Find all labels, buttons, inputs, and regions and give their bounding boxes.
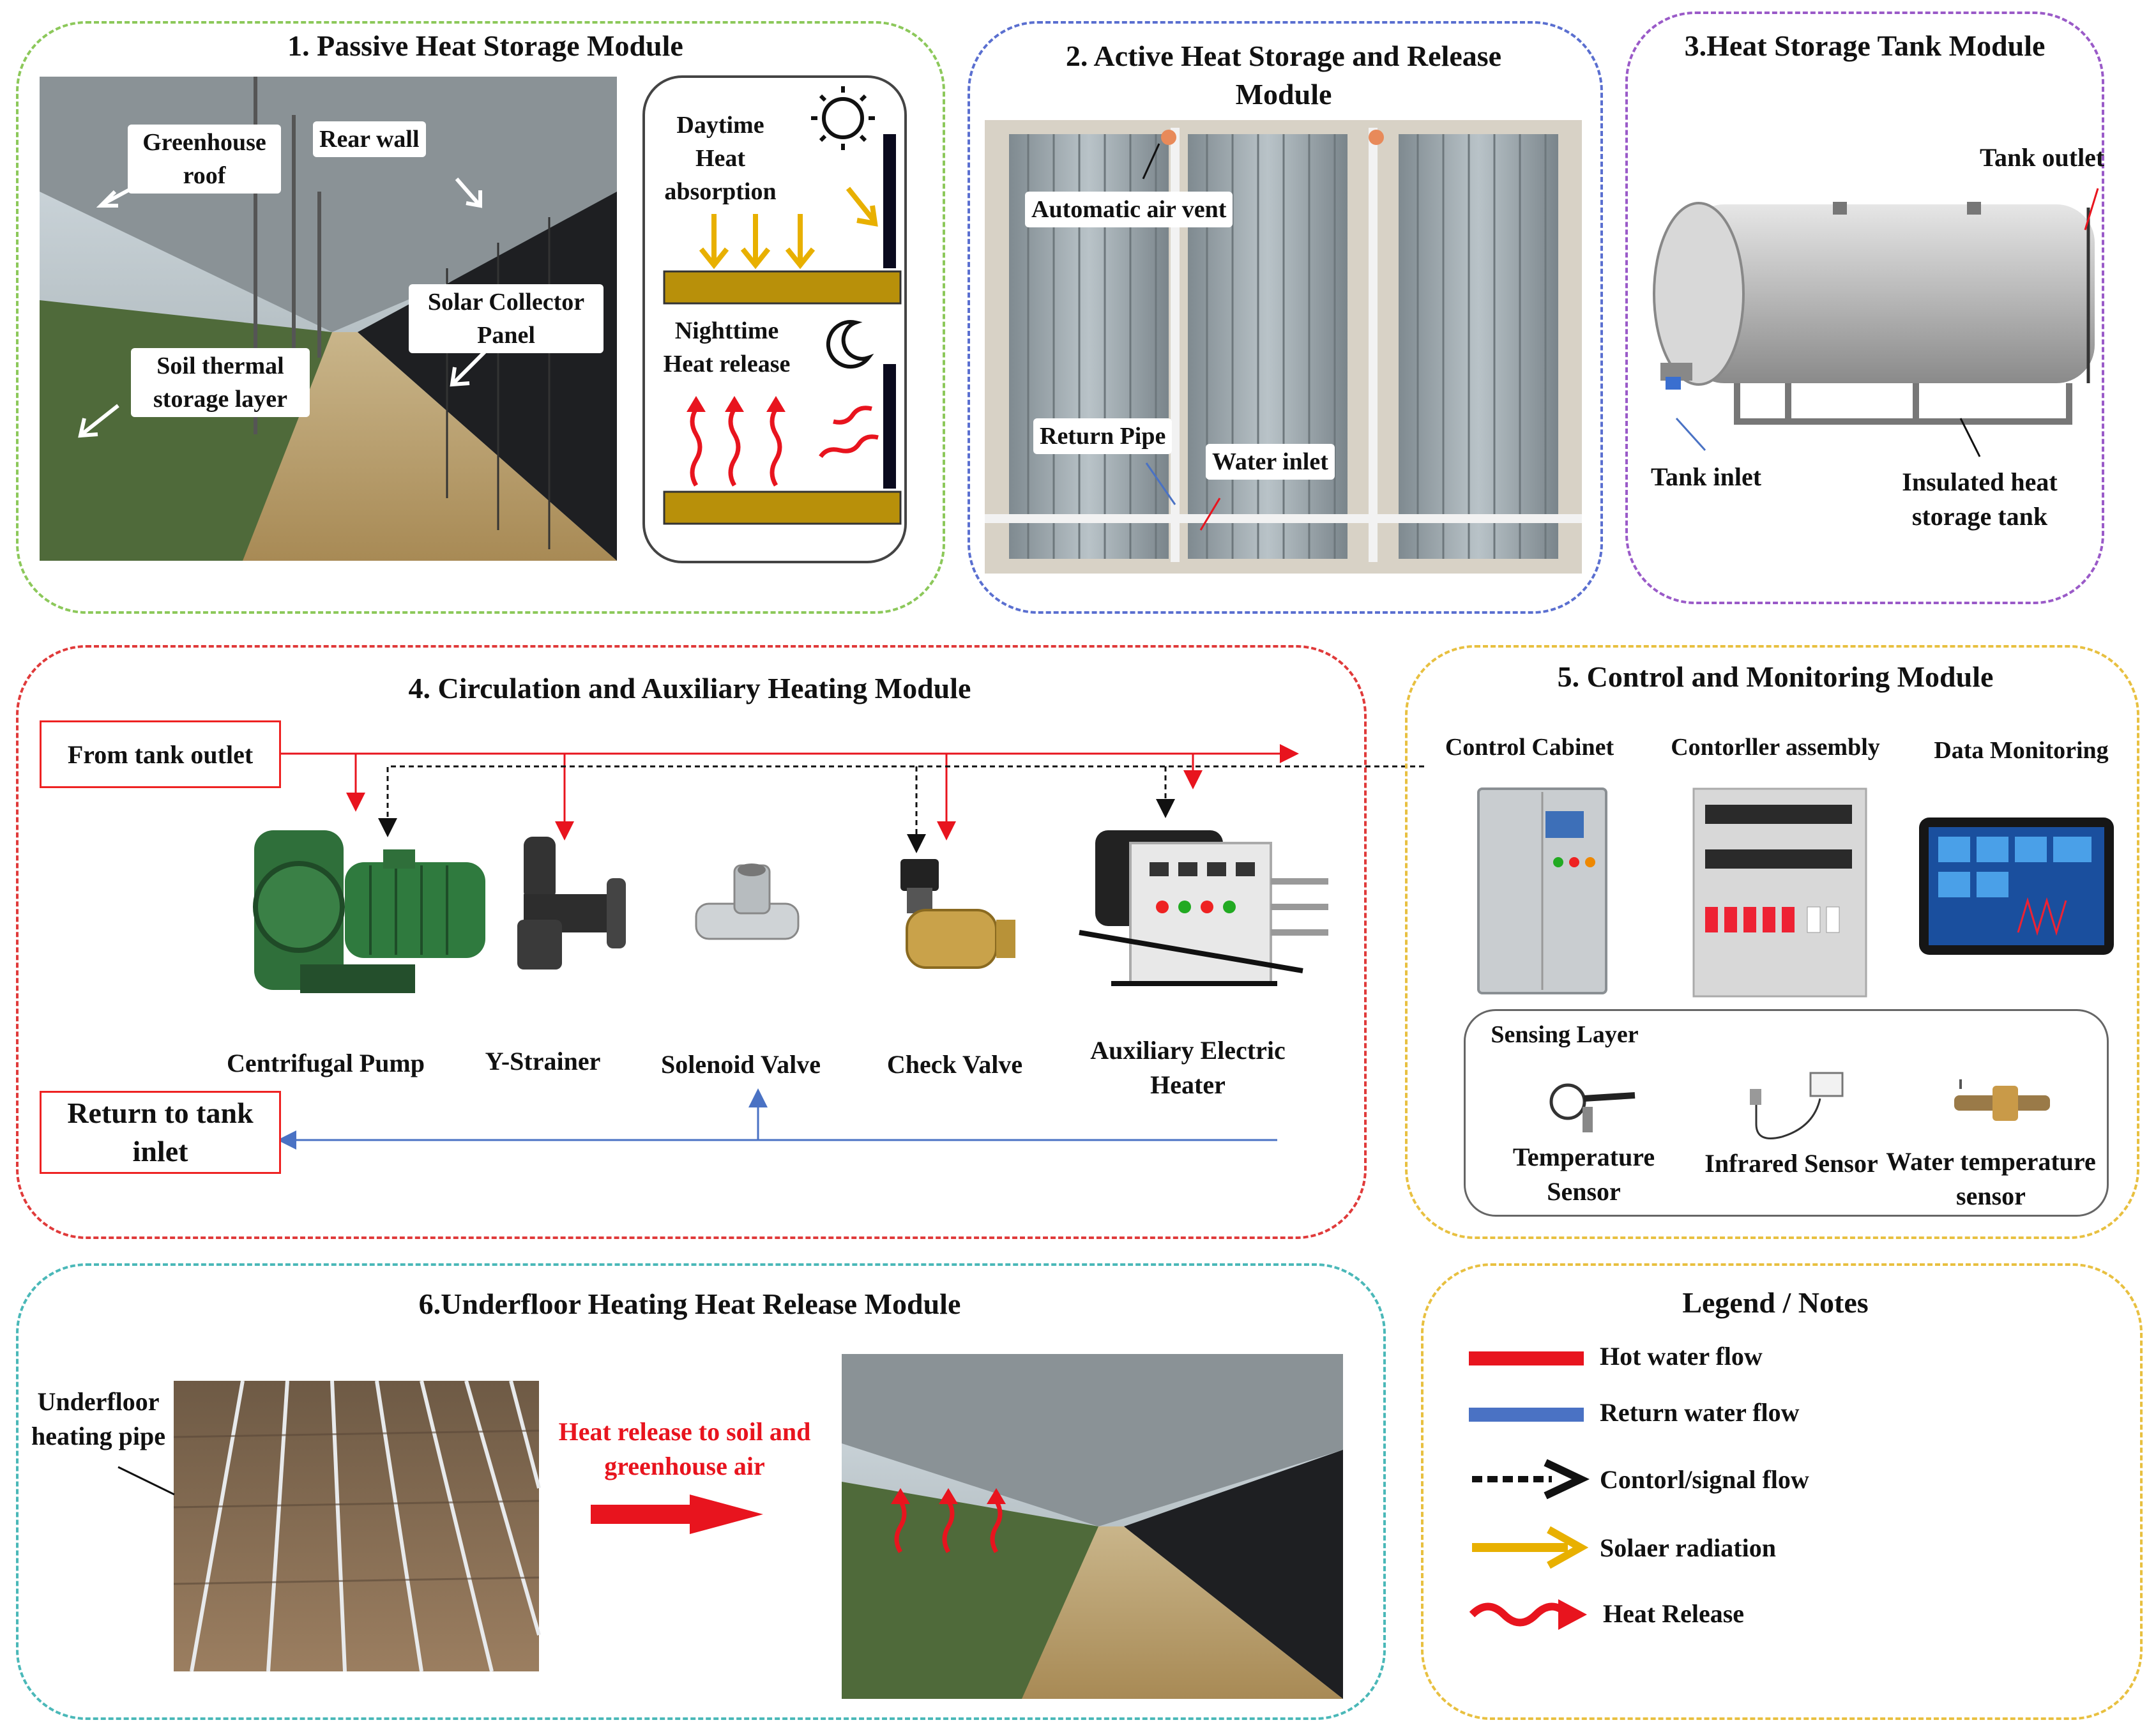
m2-pointers (1142, 143, 1221, 531)
label-greenhouse-roof: Greenhouse roof (128, 125, 281, 194)
label-heat-release-to-soil: Heat release to soil and greenhouse air (558, 1417, 811, 1480)
label-rear-wall: Rear wall (313, 121, 426, 157)
module-5-frame (1405, 645, 2139, 1239)
greenhouse-photo-m6 (842, 1354, 1343, 1699)
pipe-pointer (118, 1466, 175, 1496)
module-2-title: 2. Active Heat Storage and Release Modul… (1065, 40, 1502, 110)
label-control-cabinet: Control Cabinet (1445, 734, 1614, 761)
return-to-tank-box: Return to tank inlet (40, 1091, 281, 1174)
label-water-inlet: Water inlet (1206, 444, 1335, 480)
legend-signal-flow: Contorl/signal flow (1600, 1465, 1809, 1494)
underfloor-pipe-photo (173, 1380, 541, 1672)
sensing-layer-title: Sensing Layer (1491, 1021, 1639, 1048)
label-temperature-sensor: Temperature Sensor (1512, 1143, 1655, 1206)
module-6-frame (16, 1263, 1386, 1720)
signal-lines (378, 765, 1424, 853)
label-daytime-absorption: Daytime Heat absorption (664, 112, 777, 205)
label-soil-storage-layer: Soil thermal storage layer (131, 348, 310, 417)
module-6-title: 6.Underfloor Heating Heat Release Module (418, 1288, 961, 1320)
controller-assembly-illustration (1692, 787, 1867, 998)
data-monitoring-tablet-illustration (1919, 818, 2114, 955)
y-strainer-illustration (517, 837, 626, 970)
label-solenoid-valve: Solenoid Valve (660, 1050, 821, 1079)
legend-solar-arrow (1472, 1526, 1589, 1569)
label-check-valve: Check Valve (886, 1050, 1023, 1079)
legend-title: Legend / Notes (1682, 1286, 1869, 1319)
module-4-title: 4. Circulation and Auxiliary Heating Mod… (408, 672, 971, 704)
label-underfloor-pipe: Underfloor heating pipe (31, 1387, 166, 1450)
label-water-temperature-sensor: Water temperature sensor (1886, 1147, 2096, 1210)
sensing-layer-frame (1464, 1009, 2109, 1217)
module-1-frame (16, 21, 945, 614)
infrared-sensor-illustration (1750, 1072, 1844, 1139)
control-cabinet-illustration (1477, 787, 1607, 994)
module-3-title: 3.Heat Storage Tank Module (1684, 29, 2046, 62)
legend-heat-release: Heat Release (1603, 1599, 1745, 1628)
label-tank-outlet: Tank outlet (1980, 143, 2105, 172)
label-insulated-tank: Insulated heat storage tank (1902, 468, 2058, 531)
module-5-title: 5. Control and Monitoring Module (1557, 660, 1994, 693)
legend-return-water: Return water flow (1600, 1398, 1800, 1427)
legend-signal-arrow (1472, 1459, 1590, 1500)
legend-return-swatch (1469, 1408, 1584, 1422)
label-solar-collector-panel: Solar Collector Panel (409, 284, 604, 353)
solenoid-valve-illustration (695, 863, 800, 940)
label-air-vent: Automatic air vent (1025, 192, 1233, 227)
label-return-pipe: Return Pipe (1033, 418, 1173, 454)
centrifugal-pump-illustration (253, 830, 485, 993)
label-nighttime-release: Nighttime Heat release (663, 317, 791, 377)
label-infrared-sensor: Infrared Sensor (1704, 1149, 1878, 1178)
hot-water-manifold (280, 744, 1299, 840)
return-water-line (277, 1088, 1277, 1150)
legend-frame (1421, 1263, 2143, 1720)
water-temperature-sensor-illustration (1954, 1079, 2050, 1121)
legend-hot-water: Hot water flow (1600, 1342, 1763, 1371)
label-controller-assembly: Contorller assembly (1671, 734, 1880, 761)
legend-heat-release-wave (1469, 1599, 1587, 1630)
from-tank-outlet-box: From tank outlet (40, 720, 281, 788)
module-1-title: 1. Passive Heat Storage Module (287, 29, 683, 62)
legend-hot-swatch (1469, 1351, 1584, 1365)
check-valve-illustration (900, 859, 1015, 969)
label-y-strainer: Y-Strainer (485, 1047, 601, 1076)
heat-release-arrow (591, 1494, 763, 1534)
module-4-frame (16, 645, 1367, 1239)
label-centrifugal-pump: Centrifugal Pump (227, 1049, 425, 1077)
temperature-sensor-illustration (1549, 1083, 1636, 1132)
m3-pointers (1675, 188, 2099, 457)
module-2-frame (968, 21, 1603, 614)
storage-tank-illustration (1653, 202, 2095, 425)
heat-exchange-schematic (642, 75, 907, 563)
legend-solar-radiation: Solaer radiation (1600, 1533, 1776, 1562)
module-3-frame (1625, 11, 2104, 604)
label-data-monitoring: Data Monitoring (1934, 737, 2109, 764)
label-tank-inlet: Tank inlet (1651, 462, 1762, 491)
label-auxiliary-heater: Auxiliary Electric Heater (1090, 1036, 1286, 1099)
electric-heater-illustration (1079, 830, 1328, 986)
